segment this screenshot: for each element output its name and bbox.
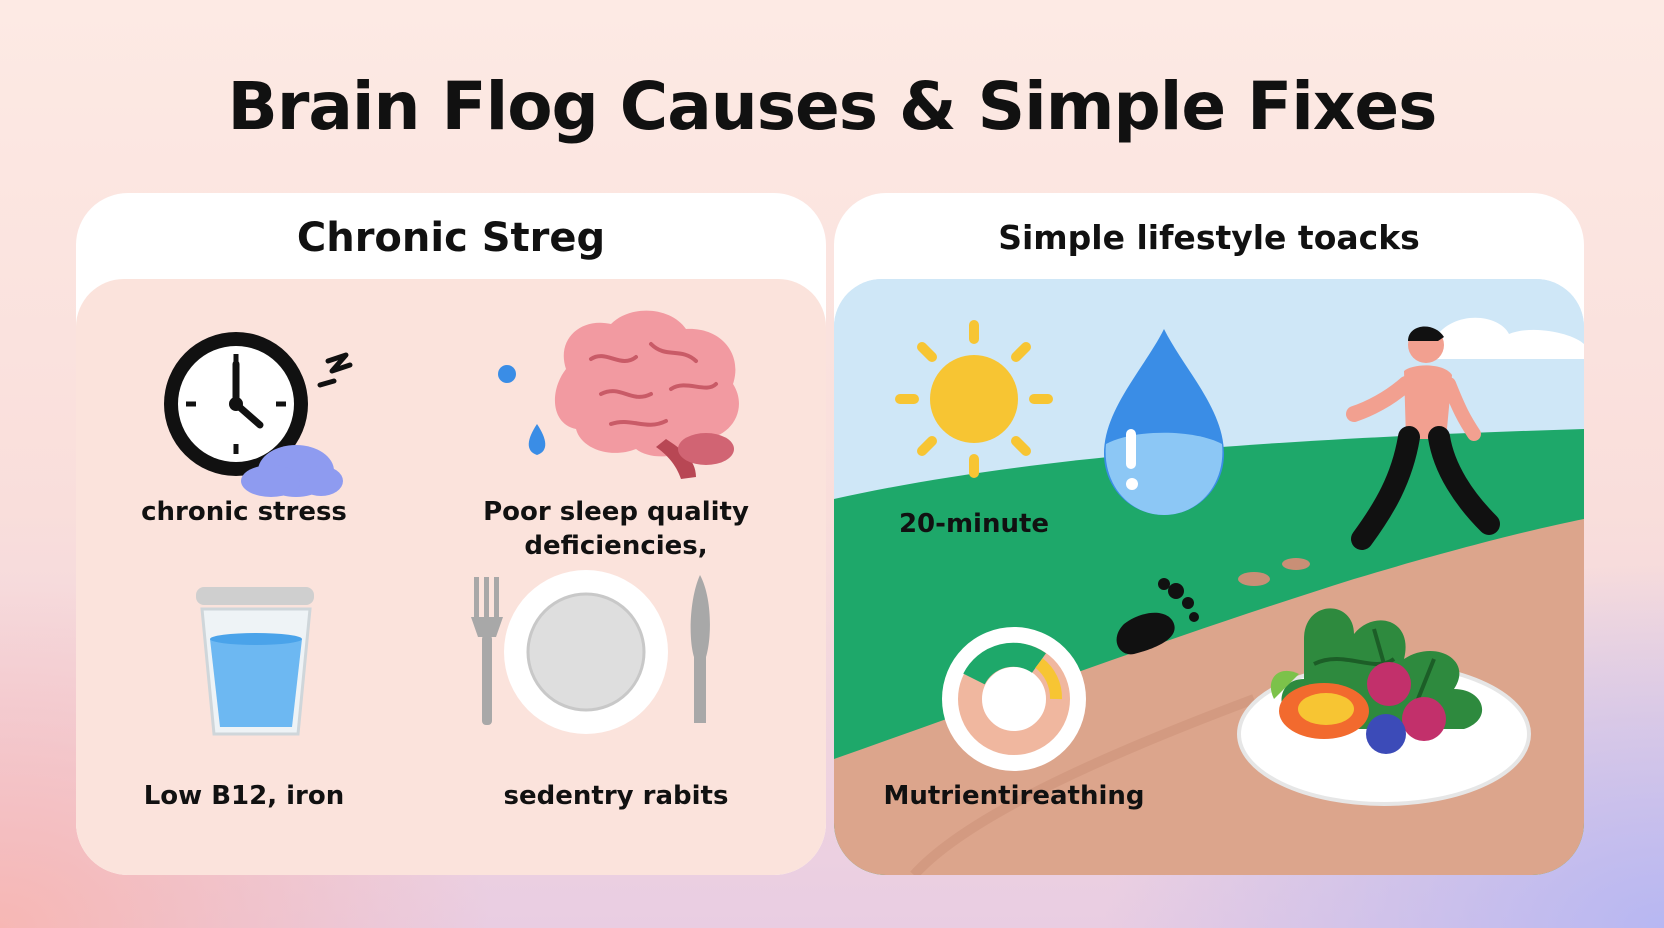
donut-chart-icon: [942, 627, 1086, 771]
cause-label-sleep-line1: Poor sleep quality: [483, 497, 749, 527]
water-glass-icon: [196, 587, 314, 736]
walking-person-icon: [1346, 326, 1500, 550]
cause-item-deficiency: Low B12, iron: [76, 579, 436, 875]
cause-label-sedentary: sedentry rabits: [503, 781, 729, 811]
salad-plate-icon: [1237, 608, 1531, 806]
landscape-scene: [834, 279, 1584, 875]
cause-label-sleep-line2: deficiencies,: [524, 531, 708, 561]
page-title: Brain Flog Causes & Simple Fixes: [227, 68, 1438, 145]
sun-icon: [895, 320, 1053, 478]
water-drop-icon: [1104, 329, 1224, 515]
cause-label-sleep: Poor sleep quality deficiencies,: [466, 495, 766, 563]
cause-label-stress: chronic stress: [141, 497, 347, 527]
causes-panel: Chronic Streg chronic stress: [76, 193, 826, 875]
brain-icon: [498, 310, 739, 479]
cause-label-deficiency: Low B12, iron: [143, 781, 345, 811]
footprint-icon: [1116, 558, 1310, 655]
fixes-panel: Simple lifestyle toacks: [834, 193, 1584, 875]
cause-item-sleep: Poor sleep quality deficiencies,: [436, 279, 826, 579]
fixes-heading: Simple lifestyle toacks: [998, 218, 1420, 257]
fix-label-sun: 20-minute: [898, 509, 1050, 539]
fixes-body: 20-minute Mutrientireathing: [834, 279, 1584, 875]
causes-body: chronic stress Poor sleep quality defici…: [76, 279, 826, 875]
cause-item-sedentary: sedentry rabits: [436, 570, 826, 875]
cause-item-stress: chronic stress: [76, 279, 436, 579]
fix-label-donut: Mutrientireathing: [883, 781, 1145, 811]
clock-sleep-icon: [164, 332, 353, 497]
causes-heading: Chronic Streg: [296, 215, 606, 261]
plate-cutlery-icon: [471, 570, 710, 734]
